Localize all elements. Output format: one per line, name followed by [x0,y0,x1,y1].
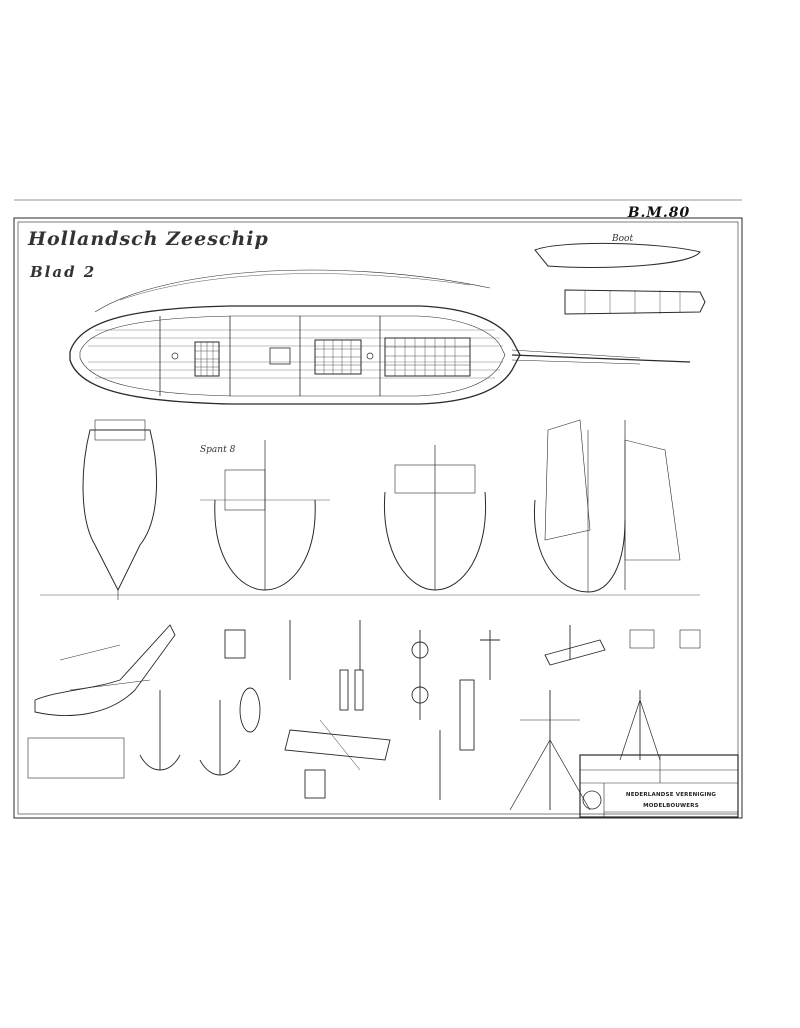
title-block-org-line2: MODELBOUWERS [643,803,699,809]
plan-subtitle: Blad 2 [30,263,97,281]
title-block-frame [579,754,739,818]
drawing-code: B.M.80 [627,205,691,221]
boat-drawing [534,242,706,315]
title-block-org-line1: NEDERLANDSE VERENIGING [625,792,717,798]
sheet-inner-border [17,221,739,815]
deck-plan [69,269,691,405]
boat-label: Boot [612,234,634,244]
section-label: Spant 8 [200,445,236,455]
details-row [27,620,701,811]
plan-title: Hollandsch Zeeschip [28,228,269,250]
sheet-border [13,217,743,819]
sections-row [40,419,700,600]
